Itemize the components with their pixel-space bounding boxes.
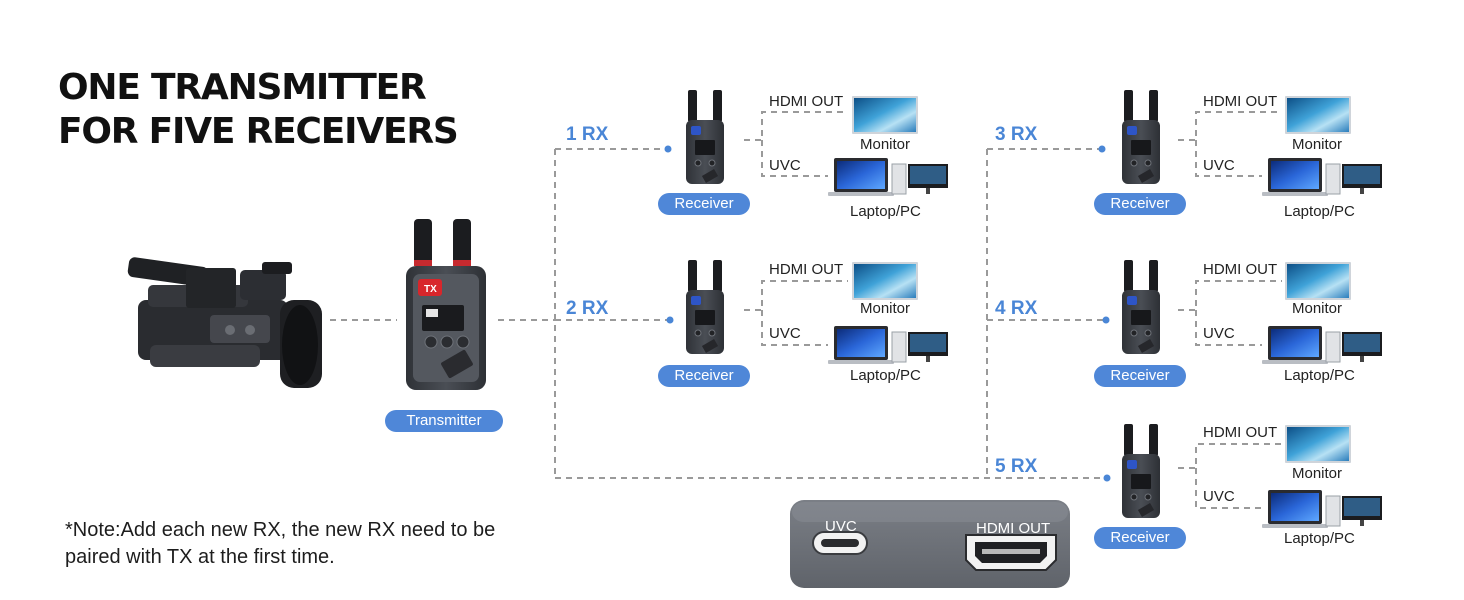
laptop-label-4: Laptop/PC (1284, 367, 1355, 384)
transmitter-label: Transmitter (385, 410, 503, 432)
receiver-label-2: Receiver (658, 365, 750, 387)
laptop-label-5: Laptop/PC (1284, 530, 1355, 547)
endpoint-dots (664, 145, 1111, 482)
hdmi-out-label-2: HDMI OUT (769, 261, 844, 278)
rx-label-2: 2 RX (566, 298, 609, 319)
laptop-label-3: Laptop/PC (1284, 203, 1355, 220)
pairing-note: *Note:Add each new RX, the new RX need t… (65, 519, 496, 568)
monitor-label-2: Monitor (860, 300, 911, 317)
receiver-label-3: Receiver (1094, 193, 1186, 215)
page-title-line-1: ONE TRANSMITTER (58, 67, 427, 108)
rx-label-4: 4 RX (995, 298, 1038, 319)
monitor-label-5: Monitor (1292, 465, 1343, 482)
page-title-line-2: FOR FIVE RECEIVERS (58, 111, 459, 152)
laptop-label-2: Laptop/PC (850, 367, 921, 384)
monitor-label-3: Monitor (1292, 136, 1343, 153)
panel-hdmi-label: HDMI OUT (976, 520, 1051, 537)
uvc-label-1: UVC (769, 157, 801, 174)
panel-uvc-label: UVC (825, 518, 857, 535)
transmitter-device: TX (406, 219, 486, 390)
rx-label-3: 3 RX (995, 124, 1038, 145)
monitor-icons (852, 96, 1351, 463)
rx-label-5: 5 RX (995, 456, 1038, 477)
receiver-label-5: Receiver (1094, 527, 1186, 549)
tx-tag: TX (424, 284, 437, 295)
monitor-label-1: Monitor (860, 136, 911, 153)
hdmi-out-label-5: HDMI OUT (1203, 424, 1278, 441)
monitor-label-4: Monitor (1292, 300, 1343, 317)
signal-lines (330, 111, 1282, 509)
hdmi-out-label-3: HDMI OUT (1203, 93, 1278, 110)
rx-label-1: 1 RX (566, 124, 609, 145)
hdmi-out-label-4: HDMI OUT (1203, 261, 1278, 278)
receiver-label-1: Receiver (658, 193, 750, 215)
camcorder-icon (127, 257, 322, 388)
laptop-pc-icons (828, 158, 1382, 528)
receiver-label-4: Receiver (1094, 365, 1186, 387)
uvc-label-2: UVC (769, 325, 801, 342)
uvc-label-4: UVC (1203, 325, 1235, 342)
uvc-label-5: UVC (1203, 488, 1235, 505)
laptop-label-1: Laptop/PC (850, 203, 921, 220)
port-panel (790, 500, 1070, 588)
hdmi-out-label-1: HDMI OUT (769, 93, 844, 110)
receiver-devices (686, 90, 1160, 518)
uvc-label-3: UVC (1203, 157, 1235, 174)
